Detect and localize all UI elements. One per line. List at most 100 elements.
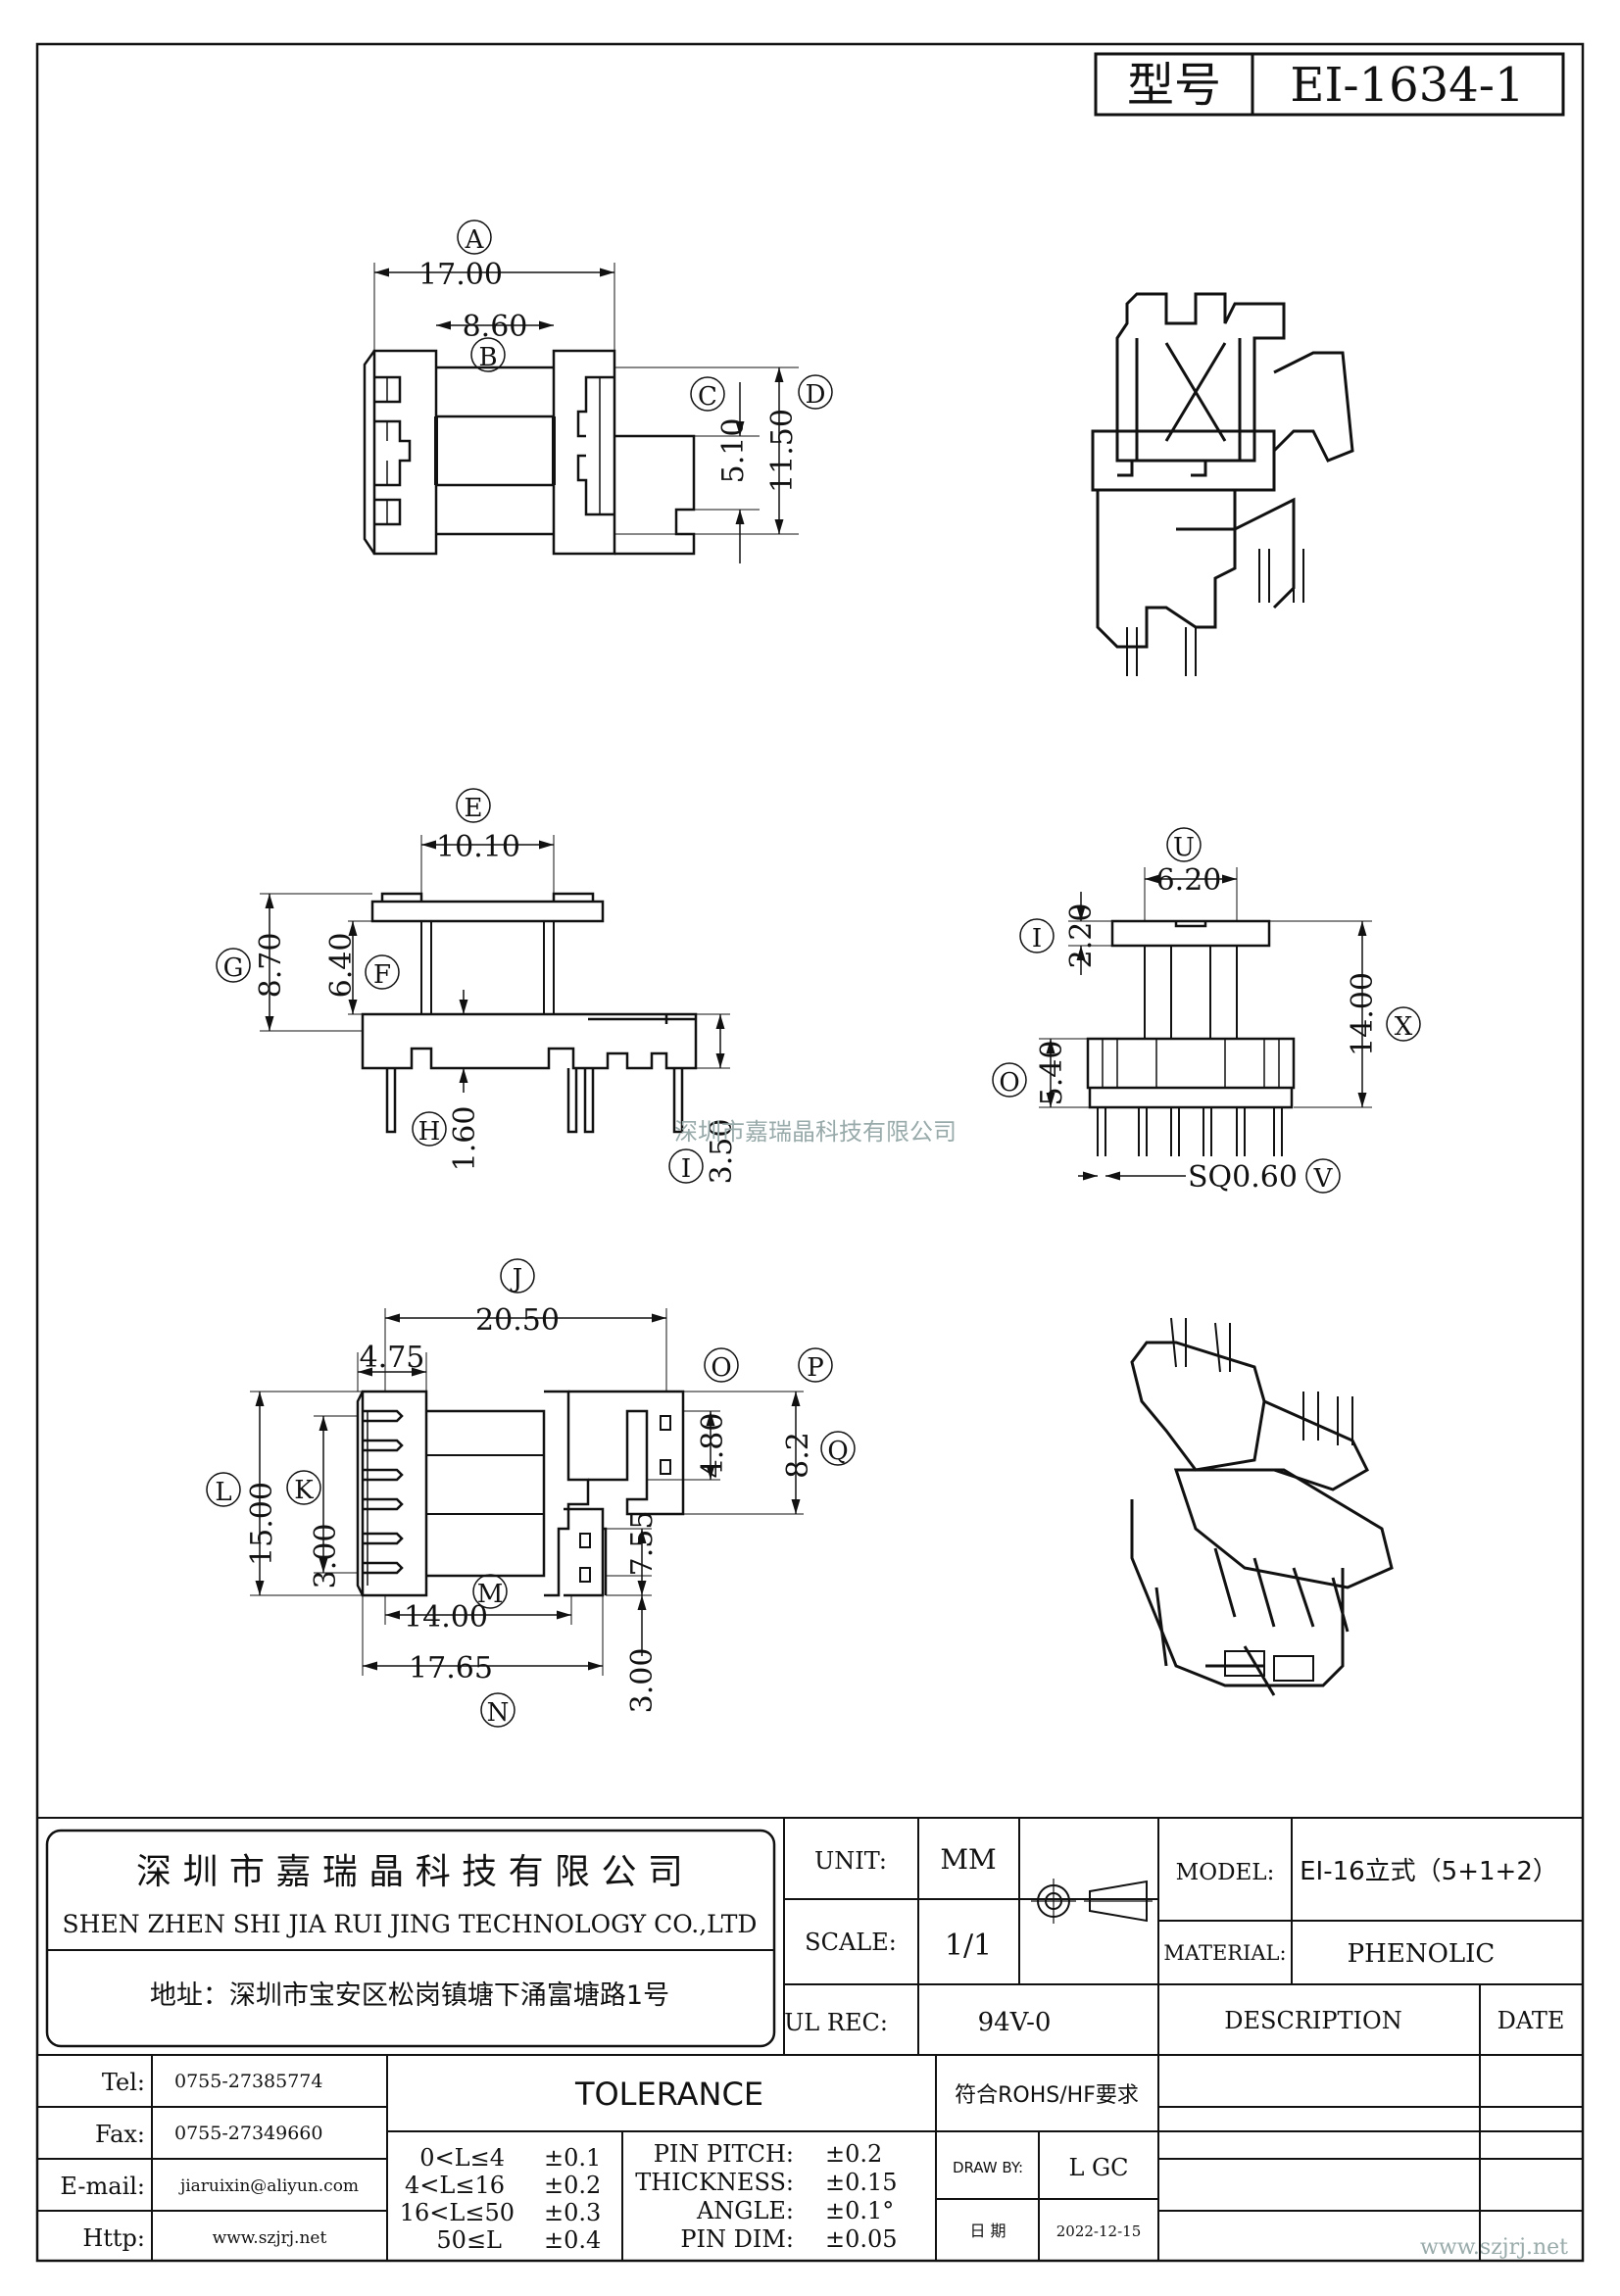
callout-j: J [500, 1258, 535, 1294]
dim-o2: 5.40 [1035, 1041, 1069, 1106]
scale-value: 1/1 [945, 1929, 992, 1963]
unit-value: MM [940, 1843, 996, 1876]
date-cn-label: 日 期 [969, 2222, 1006, 2240]
model-spec-value: EI-16立式（5+1+2） [1300, 1857, 1558, 1886]
material-value: PHENOLIC [1348, 1939, 1496, 1969]
angle-value: ±0.1° [825, 2197, 894, 2224]
dim-k1: 4.75 [360, 1341, 425, 1375]
rohs-note: 符合ROHS/HF要求 [955, 2083, 1139, 2108]
dim-x: 14.00 [1346, 972, 1380, 1056]
svg-text:C: C [698, 382, 717, 412]
tol-value-3: ±0.3 [544, 2199, 601, 2226]
callout-layer: A B C D E F G H I J K L M N O P Q U V X … [206, 220, 1421, 1728]
model-title-box: 型号 EI-1634-1 [1094, 52, 1565, 117]
end-view [1086, 919, 1296, 1156]
svg-text:O: O [711, 1353, 731, 1383]
tol-range-1: 0<L≤4 [419, 2144, 505, 2172]
draw-by-label: DRAW BY: [953, 2159, 1023, 2176]
top-view-dims: 17.00 8.60 5.10 11.50 [373, 258, 800, 563]
callout-k: K [286, 1470, 321, 1505]
dim-r: 3.00 [625, 1648, 660, 1714]
unit-label: UNIT: [814, 1847, 887, 1875]
callout-i-end: I [1019, 918, 1055, 953]
svg-text:K: K [294, 1476, 314, 1505]
fax-label: Fax: [95, 2121, 145, 2148]
ul-value: 94V-0 [978, 2008, 1052, 2037]
fax-value: 0755-27349660 [174, 2123, 322, 2144]
tol-range-2: 4<L≤16 [405, 2172, 505, 2199]
dim-i: 3.50 [705, 1119, 739, 1185]
svg-text:V: V [1313, 1164, 1334, 1194]
callout-f: F [365, 954, 400, 990]
dim-u: 6.20 [1156, 863, 1222, 898]
svg-text:N: N [487, 1698, 510, 1728]
dim-d: 11.50 [765, 409, 800, 493]
end-view-dims: 6.20 2.20 14.00 5.40 SQ0.60 [1035, 863, 1380, 1195]
dim-n: 17.65 [409, 1651, 493, 1685]
site-watermark: www.szjrj.net [1420, 2235, 1568, 2260]
callout-b: B [470, 337, 506, 372]
svg-text:L: L [215, 1478, 231, 1507]
ul-label: UL REC: [784, 2009, 888, 2036]
date-label: DATE [1497, 2007, 1565, 2034]
company-address: 地址：深圳市宝安区松岗镇塘下涌富塘路1号 [150, 1980, 669, 2011]
svg-text:J: J [510, 1264, 522, 1294]
callout-x: X [1386, 1006, 1421, 1042]
material-label: MATERIAL: [1163, 1941, 1286, 1965]
svg-text:U: U [1173, 833, 1195, 862]
company-name-en: SHEN ZHEN SHI JIA RUI JING TECHNOLOGY CO… [63, 1910, 758, 1938]
svg-text:E: E [465, 794, 483, 823]
side-view-dims: 10.10 8.70 6.40 1.60 3.50 [254, 830, 739, 1184]
svg-text:A: A [465, 225, 485, 255]
thickness-value: ±0.15 [825, 2169, 898, 2196]
dim-v: SQ0.60 [1188, 1160, 1298, 1195]
callout-i: I [668, 1148, 704, 1184]
center-watermark: 深圳市嘉瑞晶科技有限公司 [674, 1118, 957, 1146]
svg-text:I: I [1032, 924, 1042, 953]
callout-c: C [690, 376, 725, 412]
pin-dim-value: ±0.05 [825, 2225, 898, 2253]
dim-a: 17.00 [418, 258, 503, 292]
dim-t: 2.20 [1064, 904, 1099, 969]
tol-value-1: ±0.1 [544, 2144, 601, 2172]
svg-text:P: P [807, 1353, 824, 1383]
bottom-view-dims: 20.50 4.75 15.00 3.00 14.00 17.65 4.80 8… [245, 1303, 815, 1713]
callout-q: Q [820, 1431, 856, 1466]
dim-k: 3.00 [309, 1524, 343, 1589]
scale-label: SCALE: [805, 1929, 897, 1956]
pin-pitch-value: ±0.2 [825, 2140, 882, 2168]
dim-g: 8.70 [254, 933, 288, 999]
dim-b: 8.60 [463, 310, 528, 344]
callout-e: E [456, 788, 491, 823]
tol-range-4: 50≤L [436, 2226, 502, 2254]
email-value[interactable]: jiaruixin@aliyun.com [178, 2176, 359, 2196]
description-label: DESCRIPTION [1224, 2007, 1401, 2034]
side-view [361, 892, 698, 1134]
tol-value-2: ±0.2 [544, 2172, 601, 2199]
svg-text:G: G [223, 953, 244, 983]
callout-p: P [798, 1347, 833, 1383]
dim-c: 5.10 [716, 418, 751, 484]
model-spec-label: MODEL: [1176, 1860, 1275, 1885]
model-number: EI-1634-1 [1290, 58, 1524, 113]
callout-l: L [206, 1472, 241, 1507]
http-value[interactable]: www.szjrj.net [213, 2228, 327, 2248]
callout-d: D [798, 374, 833, 410]
http-label: Http: [82, 2224, 145, 2252]
model-label: 型号 [1127, 58, 1221, 113]
svg-text:O: O [999, 1068, 1019, 1098]
callout-h: H [412, 1111, 447, 1147]
svg-text:B: B [478, 343, 497, 372]
svg-text:H: H [418, 1117, 441, 1147]
dim-q1: 4.80 [696, 1413, 730, 1479]
callout-a: A [457, 220, 492, 255]
callout-g: G [216, 948, 251, 983]
dim-j: 20.50 [475, 1303, 560, 1338]
svg-text:X: X [1395, 1012, 1413, 1042]
tol-value-4: ±0.4 [544, 2226, 601, 2254]
pin-dim-label: PIN DIM: [680, 2225, 794, 2253]
company-name-cn: 深 圳 市 嘉 瑞 晶 科 技 有 限 公 司 [136, 1852, 683, 1892]
thickness-label: THICKNESS: [635, 2169, 794, 2196]
dim-f: 6.40 [324, 933, 359, 999]
